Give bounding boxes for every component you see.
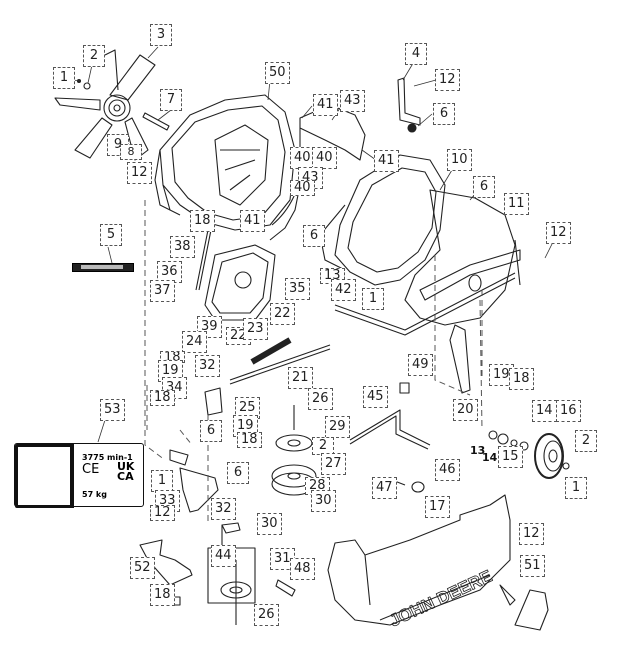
warning-decal	[72, 263, 134, 272]
callout-12[interactable]: 12	[150, 505, 175, 521]
callout-12[interactable]: 12	[519, 523, 544, 545]
callout-50[interactable]: 50	[265, 62, 290, 84]
callout-1[interactable]: 1	[151, 470, 173, 492]
callout-16[interactable]: 16	[556, 400, 581, 422]
callout-35[interactable]: 35	[285, 278, 310, 300]
rating-rpm: 3775 min-1	[82, 453, 133, 462]
callout-19[interactable]: 19	[158, 360, 183, 382]
callout-40[interactable]: 40	[290, 180, 315, 196]
callout-51[interactable]: 51	[520, 555, 545, 577]
callout-18[interactable]: 18	[150, 390, 175, 406]
callout-4[interactable]: 4	[405, 43, 427, 65]
ukca-line-1: UK	[117, 460, 135, 473]
callout-30[interactable]: 30	[257, 513, 282, 535]
callout-26[interactable]: 26	[308, 388, 333, 410]
callout-12[interactable]: 12	[546, 222, 571, 244]
callout-52[interactable]: 52	[130, 557, 155, 579]
callout-17[interactable]: 17	[425, 496, 450, 518]
callout-38[interactable]: 38	[170, 236, 195, 258]
callout-43[interactable]: 43	[340, 90, 365, 112]
rating-weight: 57 kg	[82, 490, 107, 499]
callout-22[interactable]: 22	[270, 303, 295, 325]
callout-6[interactable]: 6	[303, 225, 325, 247]
callout-18[interactable]: 18	[509, 368, 534, 390]
callout-30[interactable]: 30	[311, 490, 336, 512]
callout-18[interactable]: 18	[237, 432, 262, 448]
callout-25[interactable]: 25	[235, 397, 260, 419]
rating-label: 3775 min-1 CE UK CA 57 kg	[14, 443, 144, 508]
label-14: 14	[482, 451, 498, 464]
callout-45[interactable]: 45	[363, 386, 388, 408]
callout-27[interactable]: 27	[321, 453, 346, 475]
callout-14[interactable]: 14	[532, 400, 557, 422]
callout-49[interactable]: 49	[408, 354, 433, 376]
callout-41[interactable]: 41	[240, 210, 265, 232]
callout-40[interactable]: 40	[290, 147, 315, 169]
control-box	[204, 244, 276, 321]
callout-47[interactable]: 47	[372, 477, 397, 499]
callout-26[interactable]: 26	[254, 604, 279, 626]
callout-32[interactable]: 32	[195, 355, 220, 377]
callout-23[interactable]: 23	[243, 318, 268, 340]
callout-12[interactable]: 12	[127, 162, 152, 184]
ce-mark: CE	[82, 462, 100, 477]
callout-1[interactable]: 1	[53, 67, 75, 89]
callout-15[interactable]: 15	[498, 446, 523, 468]
callout-36[interactable]: 36	[157, 261, 182, 283]
blower-housing	[154, 94, 296, 231]
callout-41[interactable]: 41	[313, 94, 338, 116]
drive-pulley	[488, 430, 570, 479]
callout-6[interactable]: 6	[433, 103, 455, 125]
rear-housing	[319, 154, 446, 286]
callout-19[interactable]: 19	[489, 364, 514, 386]
callout-41[interactable]: 41	[374, 150, 399, 172]
label-blank-area	[15, 444, 74, 508]
callout-3[interactable]: 3	[150, 24, 172, 46]
callout-20[interactable]: 20	[453, 399, 478, 421]
callout-8[interactable]: 8	[120, 144, 142, 160]
callout-12[interactable]: 12	[435, 69, 460, 91]
callout-5[interactable]: 5	[100, 224, 122, 246]
callout-6[interactable]: 6	[473, 176, 495, 198]
callout-1[interactable]: 1	[362, 288, 384, 310]
callout-10[interactable]: 10	[447, 149, 472, 171]
callout-6[interactable]: 6	[200, 420, 222, 442]
cover-brand-text: JOHN DEERE	[387, 567, 495, 631]
callout-2[interactable]: 2	[83, 45, 105, 67]
callout-46[interactable]: 46	[435, 459, 460, 481]
callout-53[interactable]: 53	[100, 399, 125, 421]
callout-21[interactable]: 21	[288, 367, 313, 389]
callout-24[interactable]: 24	[182, 331, 207, 353]
callout-37[interactable]: 37	[150, 280, 175, 302]
callout-2[interactable]: 2	[312, 437, 334, 455]
callout-19[interactable]: 19	[233, 415, 258, 437]
callout-48[interactable]: 48	[290, 558, 315, 580]
callout-11[interactable]: 11	[504, 193, 529, 215]
ukca-mark: UK CA	[117, 460, 135, 483]
callout-44[interactable]: 44	[211, 545, 236, 567]
callout-2[interactable]: 2	[575, 430, 597, 452]
callout-6[interactable]: 6	[227, 462, 249, 484]
callout-29[interactable]: 29	[325, 416, 350, 438]
belt-guard-cover	[327, 494, 511, 626]
label-13: 13	[470, 444, 486, 457]
callout-18[interactable]: 18	[190, 210, 215, 232]
callout-1[interactable]: 1	[565, 477, 587, 499]
callout-32[interactable]: 32	[211, 498, 236, 520]
ukca-line-2: CA	[117, 470, 134, 483]
callout-7[interactable]: 7	[160, 89, 182, 111]
callout-18[interactable]: 18	[150, 584, 175, 606]
callout-42[interactable]: 42	[331, 279, 356, 301]
callout-40[interactable]: 40	[312, 147, 337, 169]
